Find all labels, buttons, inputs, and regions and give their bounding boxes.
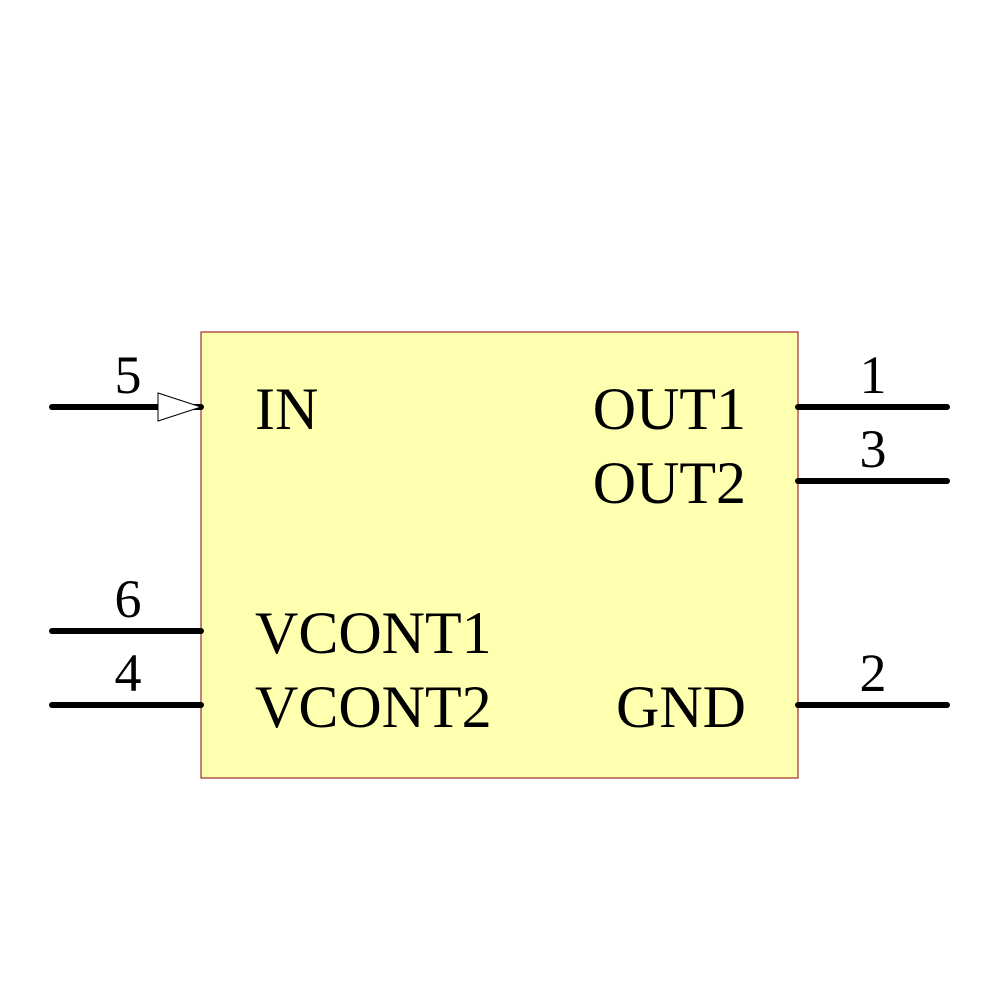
- input-arrow-icon: [157, 392, 203, 422]
- pin-vcont2[interactable]: 4 VCONT2: [49, 643, 492, 740]
- pin-name: OUT1: [593, 376, 746, 442]
- pin-number: 1: [860, 345, 887, 405]
- pin-name: VCONT1: [255, 600, 492, 666]
- component-body[interactable]: [200, 331, 799, 779]
- pin-number: 2: [860, 643, 887, 703]
- pin-number: 6: [115, 569, 142, 629]
- pin-number: 4: [115, 643, 142, 703]
- pin-name: OUT2: [593, 450, 746, 516]
- pin-out2[interactable]: 3 OUT2: [593, 419, 950, 516]
- pin-out1[interactable]: 1 OUT1: [593, 345, 950, 442]
- pin-number: 3: [860, 419, 887, 479]
- pin-gnd[interactable]: 2 GND: [616, 643, 950, 740]
- pin-in[interactable]: 5 IN: [49, 345, 318, 442]
- pin-number: 5: [115, 345, 142, 405]
- pin-vcont1[interactable]: 6 VCONT1: [49, 569, 492, 666]
- pin-name: GND: [616, 674, 746, 740]
- pin-name: IN: [255, 376, 318, 442]
- pin-name: VCONT2: [255, 674, 492, 740]
